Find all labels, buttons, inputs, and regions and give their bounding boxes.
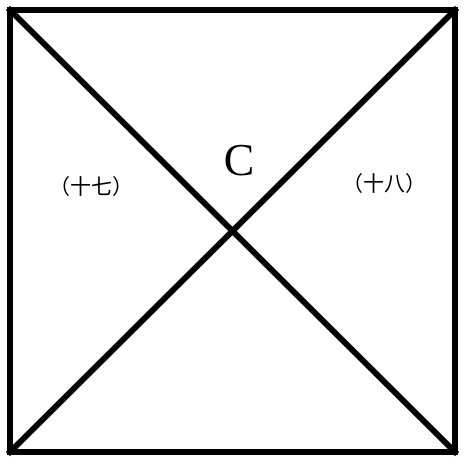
- left-region-label: （十七）: [49, 175, 133, 199]
- center-label: C: [224, 134, 255, 185]
- diagonal-top-right-to-bottom-left: [5, 5, 460, 457]
- outer-square: [7, 7, 458, 455]
- right-region-label: （十八）: [342, 172, 426, 196]
